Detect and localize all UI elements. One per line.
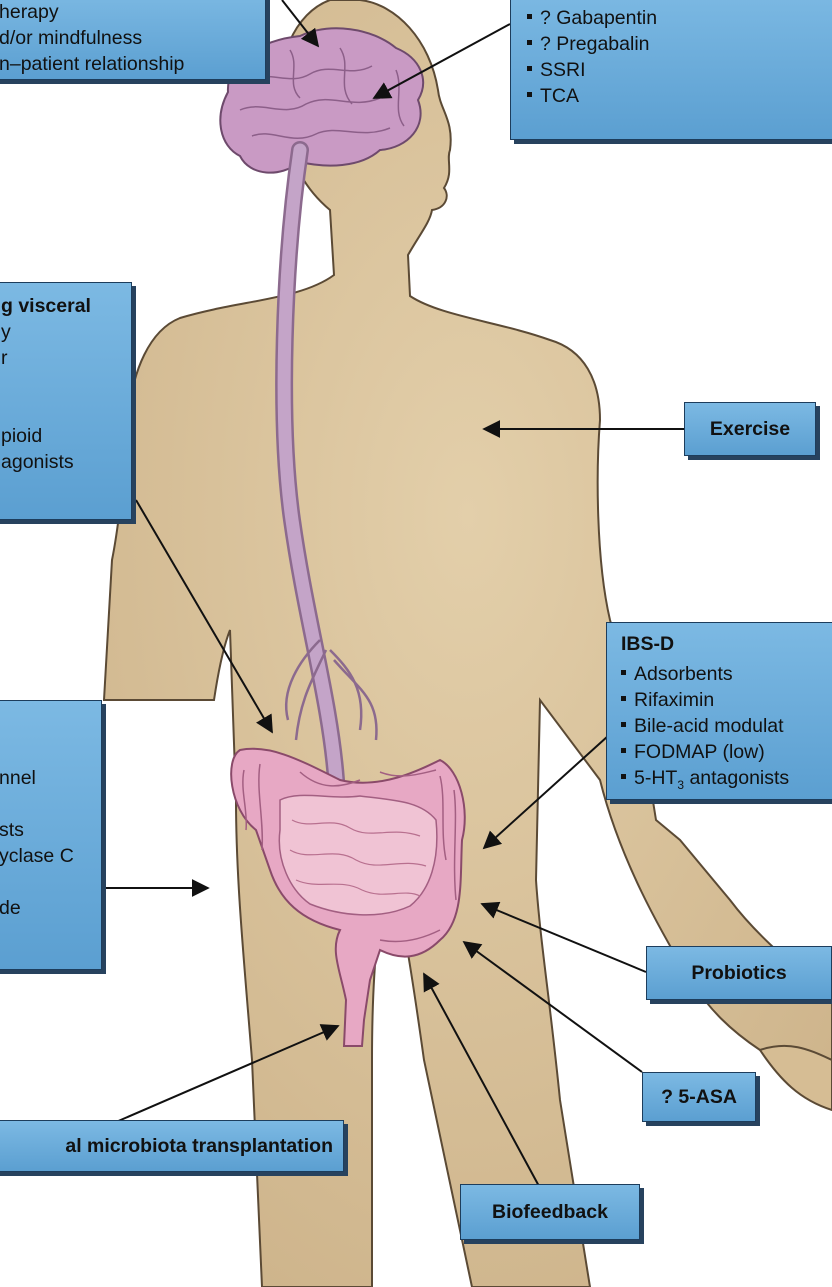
central-item: n–patient relationship <box>0 51 265 77</box>
central-item: herapy <box>0 0 265 25</box>
central-item: d/or mindfulness <box>0 25 265 51</box>
ibs-d-item: Adsorbents <box>621 661 832 687</box>
visceral-line: g visceral <box>1 293 131 319</box>
neuro-item-tca: TCA <box>527 83 832 109</box>
ibs-d-item-5ht3: 5-HT3 antagonists <box>621 765 832 791</box>
central-therapy-box: herapy d/or mindfulness n–patient relati… <box>0 0 266 80</box>
5-asa-label: ? 5-ASA <box>661 1084 737 1110</box>
neuro-item-label: ? Pregabalin <box>540 33 650 55</box>
ibs-c-line: nnel <box>0 765 101 791</box>
neuro-item-gabapentin: ? Gabapentin <box>527 5 832 31</box>
ibs-d-item-label: FODMAP (low) <box>634 741 765 763</box>
ibs-d-item: FODMAP (low) <box>621 739 832 765</box>
ibs-d-title: IBS-D <box>621 631 832 657</box>
fecal-microbiota-transplantation-box: al microbiota transplantation <box>0 1120 344 1172</box>
probiotics-label: Probiotics <box>691 960 786 986</box>
bullet-icon <box>527 92 532 97</box>
bullet-icon <box>527 14 532 19</box>
probiotics-box: Probiotics <box>646 946 832 1000</box>
bullet-icon <box>621 748 626 753</box>
ibs-c-line <box>0 869 101 895</box>
bullet-icon <box>621 774 626 779</box>
exercise-label: Exercise <box>710 416 790 442</box>
bullet-icon <box>621 696 626 701</box>
5-asa-box: ? 5-ASA <box>642 1072 756 1122</box>
small-intestine <box>279 795 437 914</box>
ibs-c-line: de <box>0 895 101 921</box>
ibs-d-item: Rifaximin <box>621 687 832 713</box>
visceral-line <box>1 371 131 423</box>
ibs-c-line: yclase C <box>0 843 101 869</box>
bullet-icon <box>621 670 626 675</box>
ibs-c-line <box>0 713 101 739</box>
visceral-line: agonists <box>1 449 131 475</box>
ibs-c-line <box>0 791 101 817</box>
neuro-item-label: SSRI <box>540 59 586 81</box>
biofeedback-box: Biofeedback <box>460 1184 640 1240</box>
exercise-box: Exercise <box>684 402 816 456</box>
bullet-icon <box>527 40 532 45</box>
fmt-label: al microbiota transplantation <box>65 1133 333 1159</box>
visceral-line: r <box>1 345 131 371</box>
ibs-d-item-label: Rifaximin <box>634 689 714 711</box>
visceral-line: y <box>1 319 131 345</box>
ibs-d-5ht-prefix: 5-HT <box>634 767 677 789</box>
neuro-item-label: ? Gabapentin <box>540 7 657 29</box>
ibs-d-box: IBS-D Adsorbents Rifaximin Bile-acid mod… <box>606 622 832 800</box>
ibs-d-item-label: Adsorbents <box>634 663 733 685</box>
neuromodulator-box: ? Gabapentin ? Pregabalin SSRI TCA <box>510 0 832 140</box>
neuro-item-ssri: SSRI <box>527 57 832 83</box>
ibs-d-5ht-suffix: antagonists <box>684 767 789 789</box>
bullet-icon <box>621 722 626 727</box>
neuro-item-pregabalin: ? Pregabalin <box>527 31 832 57</box>
ibs-c-box: nnel sts yclase C de <box>0 700 102 970</box>
visceral-box: g visceral y r pioid agonists <box>0 282 132 520</box>
ibs-c-line: sts <box>0 817 101 843</box>
visceral-line: pioid <box>1 423 131 449</box>
neuro-item-label: TCA <box>540 85 579 107</box>
ibs-d-item-label: Bile-acid modulat <box>634 715 784 737</box>
bullet-icon <box>527 66 532 71</box>
ibs-d-item: Bile-acid modulat <box>621 713 832 739</box>
biofeedback-label: Biofeedback <box>492 1199 608 1225</box>
hand <box>760 1046 832 1110</box>
ibs-c-line <box>0 739 101 765</box>
